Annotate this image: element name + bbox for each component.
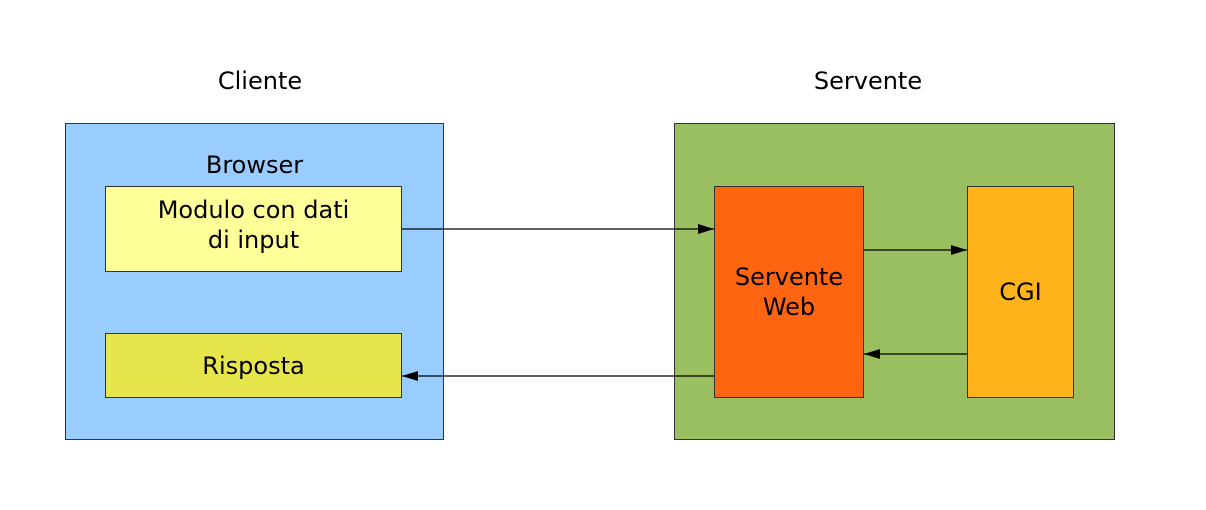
response-box: Risposta bbox=[105, 333, 402, 398]
input-form-box: Modulo con dati di input bbox=[105, 186, 402, 272]
web-server-box: Servente Web bbox=[714, 186, 864, 398]
client-heading: Cliente bbox=[217, 67, 303, 95]
browser-label: Browser bbox=[205, 151, 304, 179]
server-heading: Servente bbox=[813, 67, 923, 95]
cgi-box: CGI bbox=[967, 186, 1074, 398]
